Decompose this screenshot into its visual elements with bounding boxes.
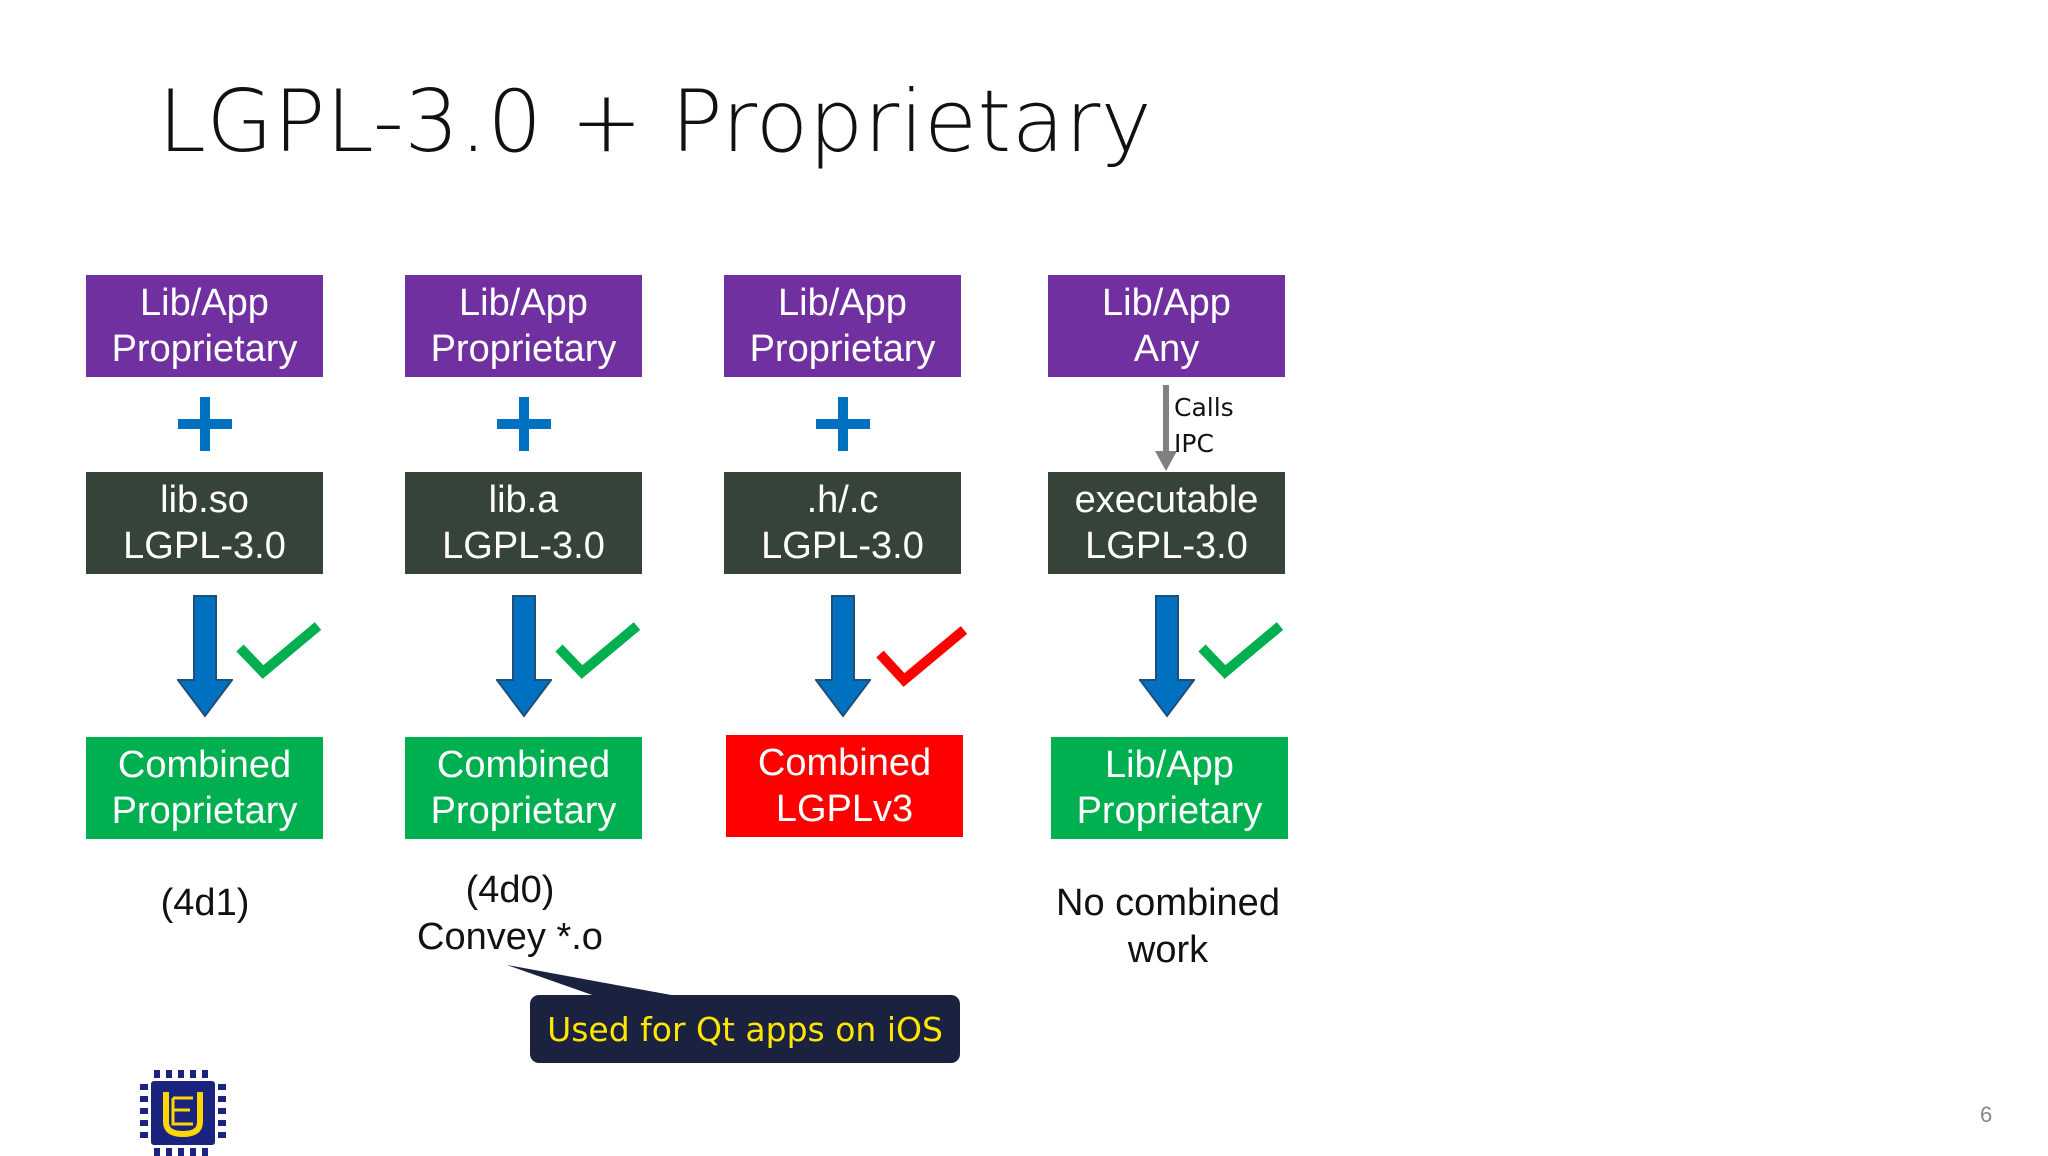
col1-middle-line2: LGPL-3.0 xyxy=(123,525,286,567)
col2-caption: (4d0) Convey *.o xyxy=(360,867,660,961)
col4-bottom-line1: Lib/App xyxy=(1105,744,1234,786)
col2-top-box: Lib/App Proprietary xyxy=(405,275,642,377)
col3-bottom-line2: LGPLv3 xyxy=(775,788,914,830)
col4-caption-line1: No combined xyxy=(1056,882,1280,924)
col1-top-box: Lib/App Proprietary xyxy=(86,275,323,377)
col3-bottom-line1: Combined xyxy=(757,742,932,784)
col1-top-line2: Proprietary xyxy=(111,328,298,370)
col3-top-line2: Proprietary xyxy=(749,328,936,370)
col1-top-line1: Lib/App xyxy=(140,282,269,324)
col4-caption-line2: work xyxy=(1127,929,1209,971)
col4-caption: No combined work xyxy=(1018,880,1318,974)
col4-top-line1: Lib/App xyxy=(1102,282,1231,324)
green-check-icon xyxy=(555,622,641,679)
col2-bottom-line2: Proprietary xyxy=(430,790,617,832)
col4-top-box: Lib/App Any xyxy=(1048,275,1285,377)
col4-top-line2: Any xyxy=(1133,328,1200,370)
col3-middle-line1: .h/.c xyxy=(806,479,879,521)
plus-icon xyxy=(494,394,554,454)
down-arrow-icon xyxy=(815,595,871,718)
col4-middle-line2: LGPL-3.0 xyxy=(1085,525,1248,567)
col1-bottom-line1: Combined xyxy=(117,744,292,786)
green-check-icon xyxy=(236,622,322,679)
slide-title: LGPL-3.0 + Proprietary xyxy=(158,72,1153,172)
down-arrow-icon xyxy=(177,595,233,718)
col3-bottom-box: Combined LGPLv3 xyxy=(726,735,963,837)
page-number: 6 xyxy=(1980,1102,1993,1127)
col1-bottom-line2: Proprietary xyxy=(111,790,298,832)
chip-logo-icon xyxy=(140,1070,226,1156)
col2-bottom-line1: Combined xyxy=(436,744,611,786)
col1-caption-line1: (4d1) xyxy=(160,882,250,924)
down-arrow-icon xyxy=(496,595,552,718)
col3-top-line1: Lib/App xyxy=(778,282,907,324)
col1-middle-box: lib.so LGPL-3.0 xyxy=(86,472,323,574)
col1-caption: (4d1) xyxy=(55,880,355,927)
green-check-icon xyxy=(1198,622,1284,679)
col2-caption-line2: Convey *.o xyxy=(417,916,603,958)
col4-middle-line1: executable xyxy=(1074,479,1259,521)
calls-arrow-icon xyxy=(1155,385,1177,471)
col1-middle-line1: lib.so xyxy=(160,479,249,521)
col2-top-line2: Proprietary xyxy=(430,328,617,370)
calls-label: Calls xyxy=(1174,393,1234,422)
col4-middle-box: executable LGPL-3.0 xyxy=(1048,472,1285,574)
col2-middle-line2: LGPL-3.0 xyxy=(442,525,605,567)
col2-caption-line1: (4d0) xyxy=(465,869,555,911)
plus-icon xyxy=(813,394,873,454)
col2-bottom-box: Combined Proprietary xyxy=(405,737,642,839)
red-check-icon xyxy=(876,626,968,687)
ipc-label: IPC xyxy=(1174,429,1214,458)
col1-bottom-box: Combined Proprietary xyxy=(86,737,323,839)
down-arrow-icon xyxy=(1139,595,1195,718)
col3-middle-line2: LGPL-3.0 xyxy=(761,525,924,567)
plus-icon xyxy=(175,394,235,454)
col4-bottom-line2: Proprietary xyxy=(1076,790,1263,832)
col2-middle-line1: lib.a xyxy=(488,479,559,521)
col2-top-line1: Lib/App xyxy=(459,282,588,324)
col3-middle-box: .h/.c LGPL-3.0 xyxy=(724,472,961,574)
col4-bottom-box: Lib/App Proprietary xyxy=(1051,737,1288,839)
callout-text: Used for Qt apps on iOS xyxy=(547,1009,943,1049)
col3-top-box: Lib/App Proprietary xyxy=(724,275,961,377)
calls-ipc-label: Calls IPC xyxy=(1174,390,1234,462)
callout-pointer xyxy=(507,965,715,1003)
col2-middle-box: lib.a LGPL-3.0 xyxy=(405,472,642,574)
qt-ios-callout: Used for Qt apps on iOS xyxy=(530,995,960,1063)
